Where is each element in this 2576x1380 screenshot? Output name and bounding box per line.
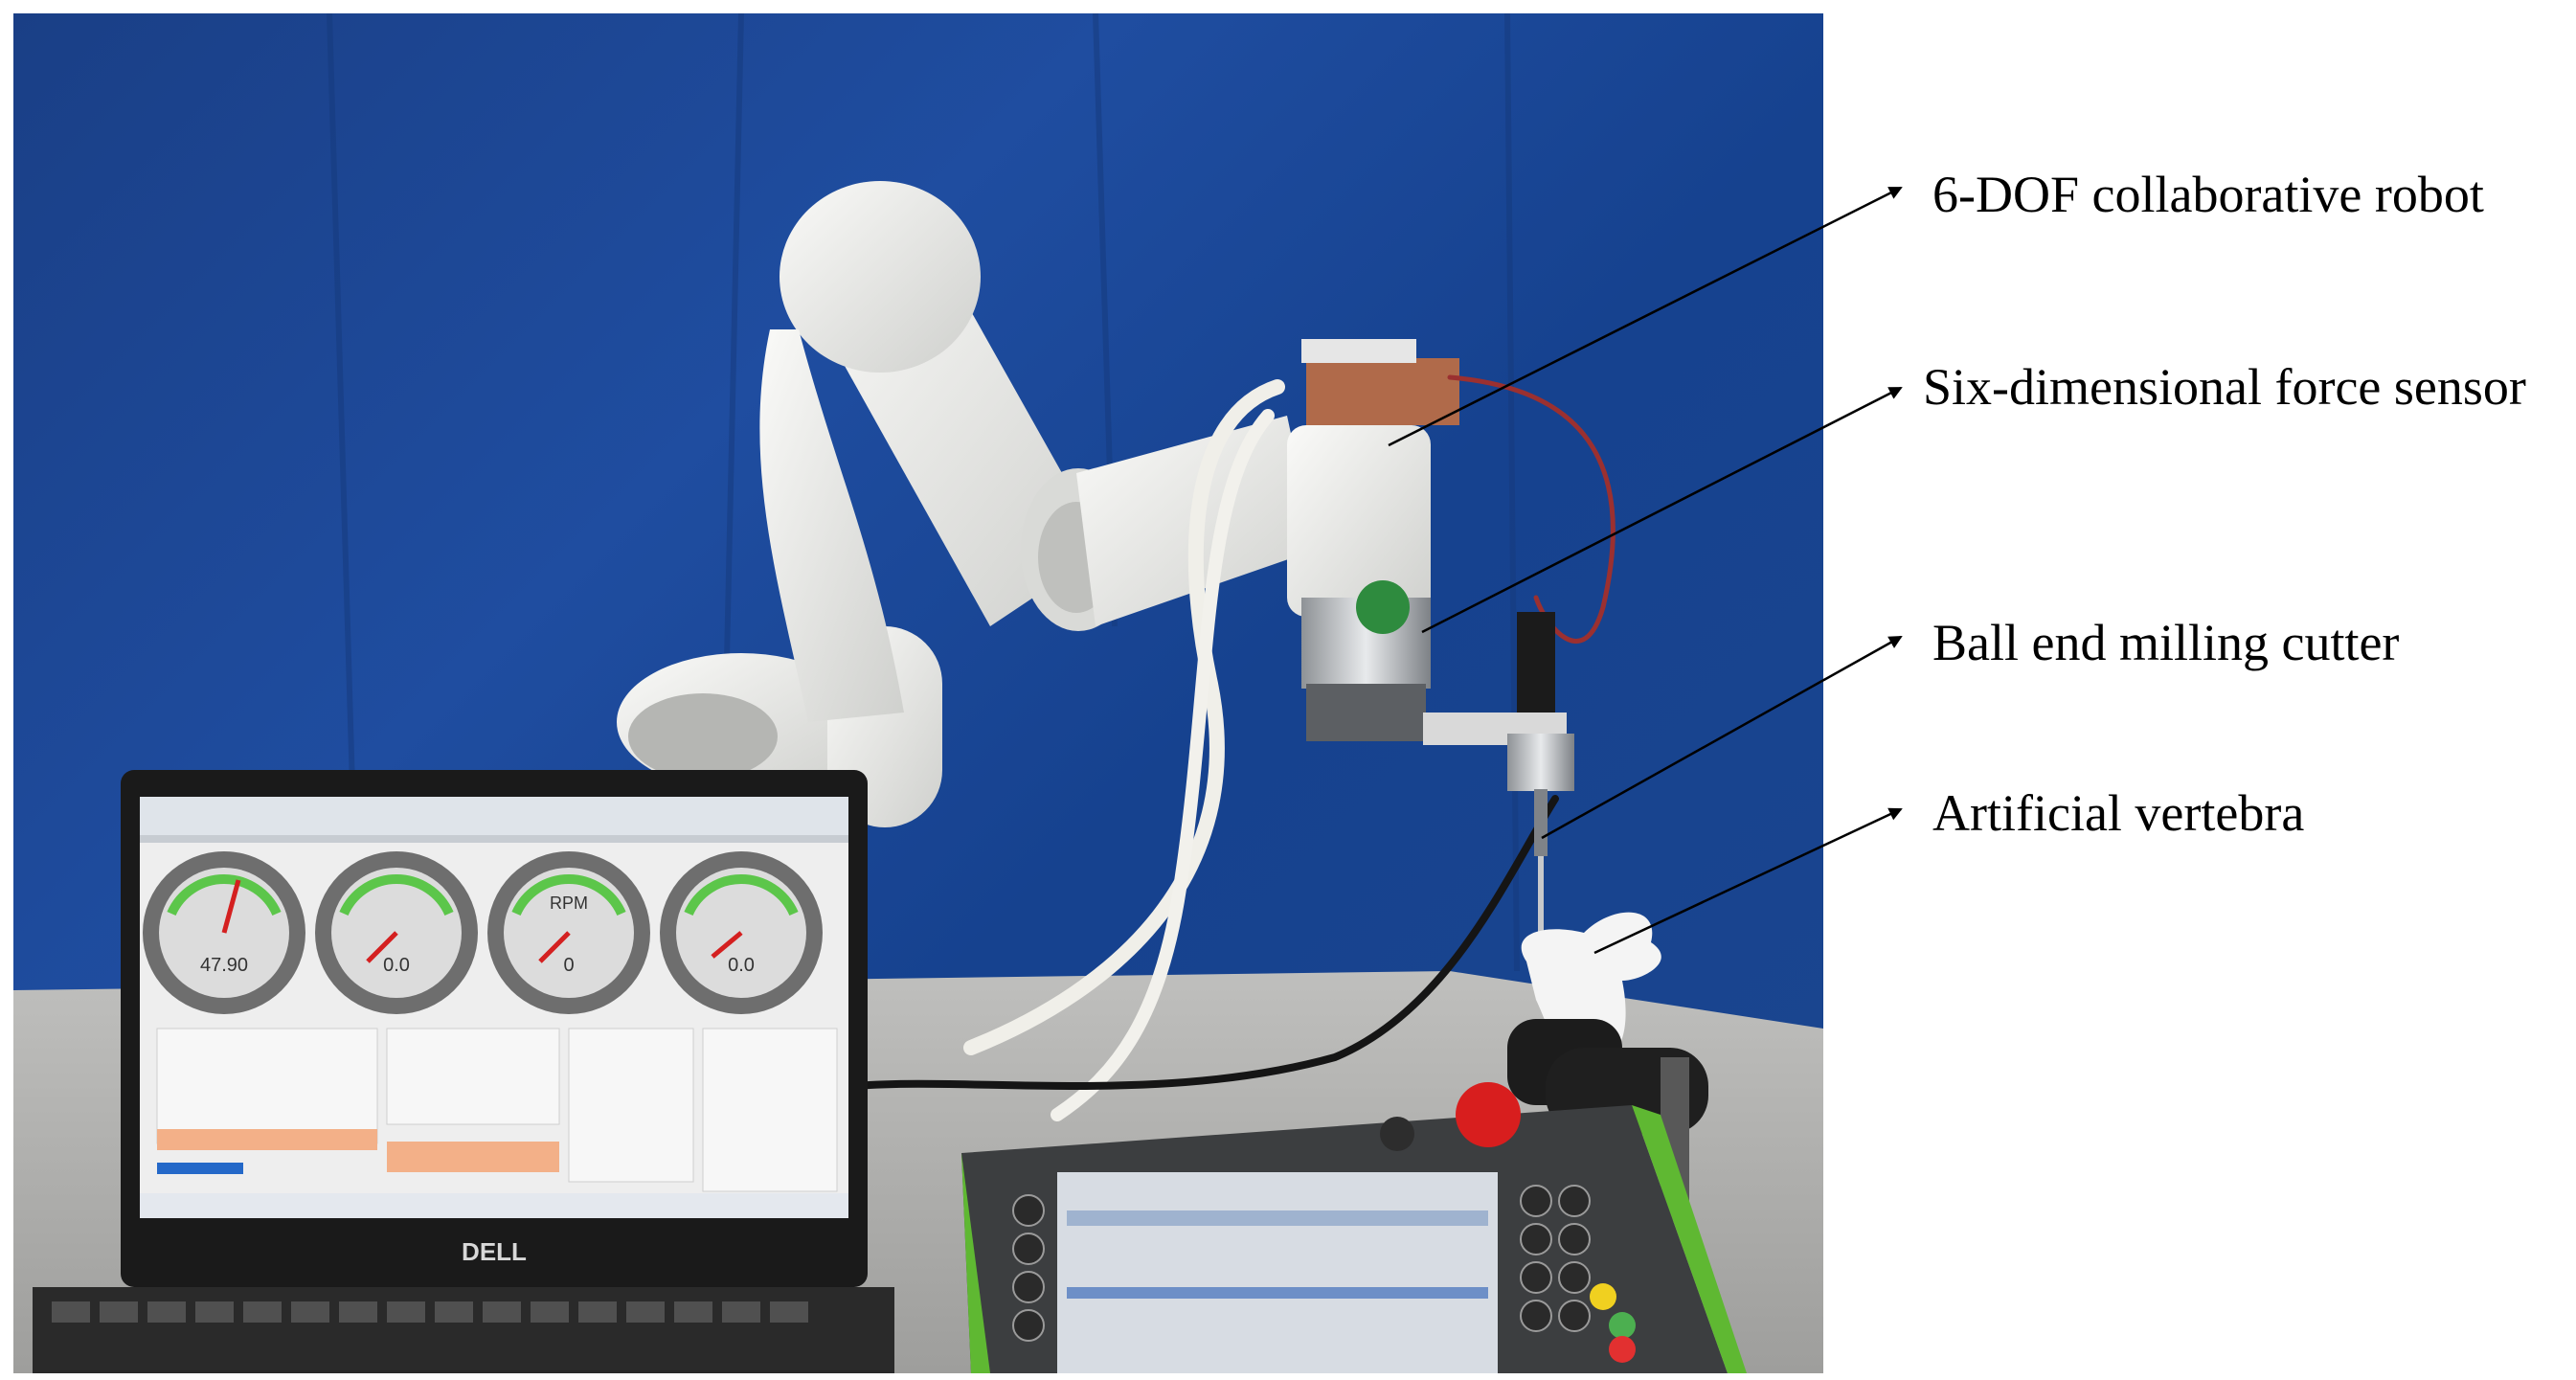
milling-spindle [1423,612,1574,933]
label-milling-cutter: Ball end milling cutter [1932,614,2400,671]
gauge-4-readout: 0.0 [728,955,755,976]
gauge-3-label: RPM [550,894,588,913]
gauge-3-readout: 0 [563,955,574,976]
laptop-brand: DELL [462,1237,527,1266]
gauge-1-readout: 47.90 [200,955,248,976]
label-force-sensor: Six-dimensional force sensor [1923,358,2526,416]
robot-arm [617,181,1459,827]
photo-illustration: 47.90 0.0 RPM 0 0.0 DELL [13,13,1823,1373]
cables [852,374,1616,1121]
teach-pendant [961,1082,1747,1373]
photograph: 47.90 0.0 RPM 0 0.0 DELL [13,13,1823,1373]
laptop: 47.90 0.0 RPM 0 0.0 DELL [33,770,894,1373]
label-6-dof-robot: 6-DOF collaborative robot [1932,166,2484,223]
emergency-stop-icon [1456,1082,1521,1147]
label-artificial-vertebra: Artificial vertebra [1932,784,2305,842]
gauges [143,851,823,1014]
gauge-2-readout: 0.0 [383,955,410,976]
